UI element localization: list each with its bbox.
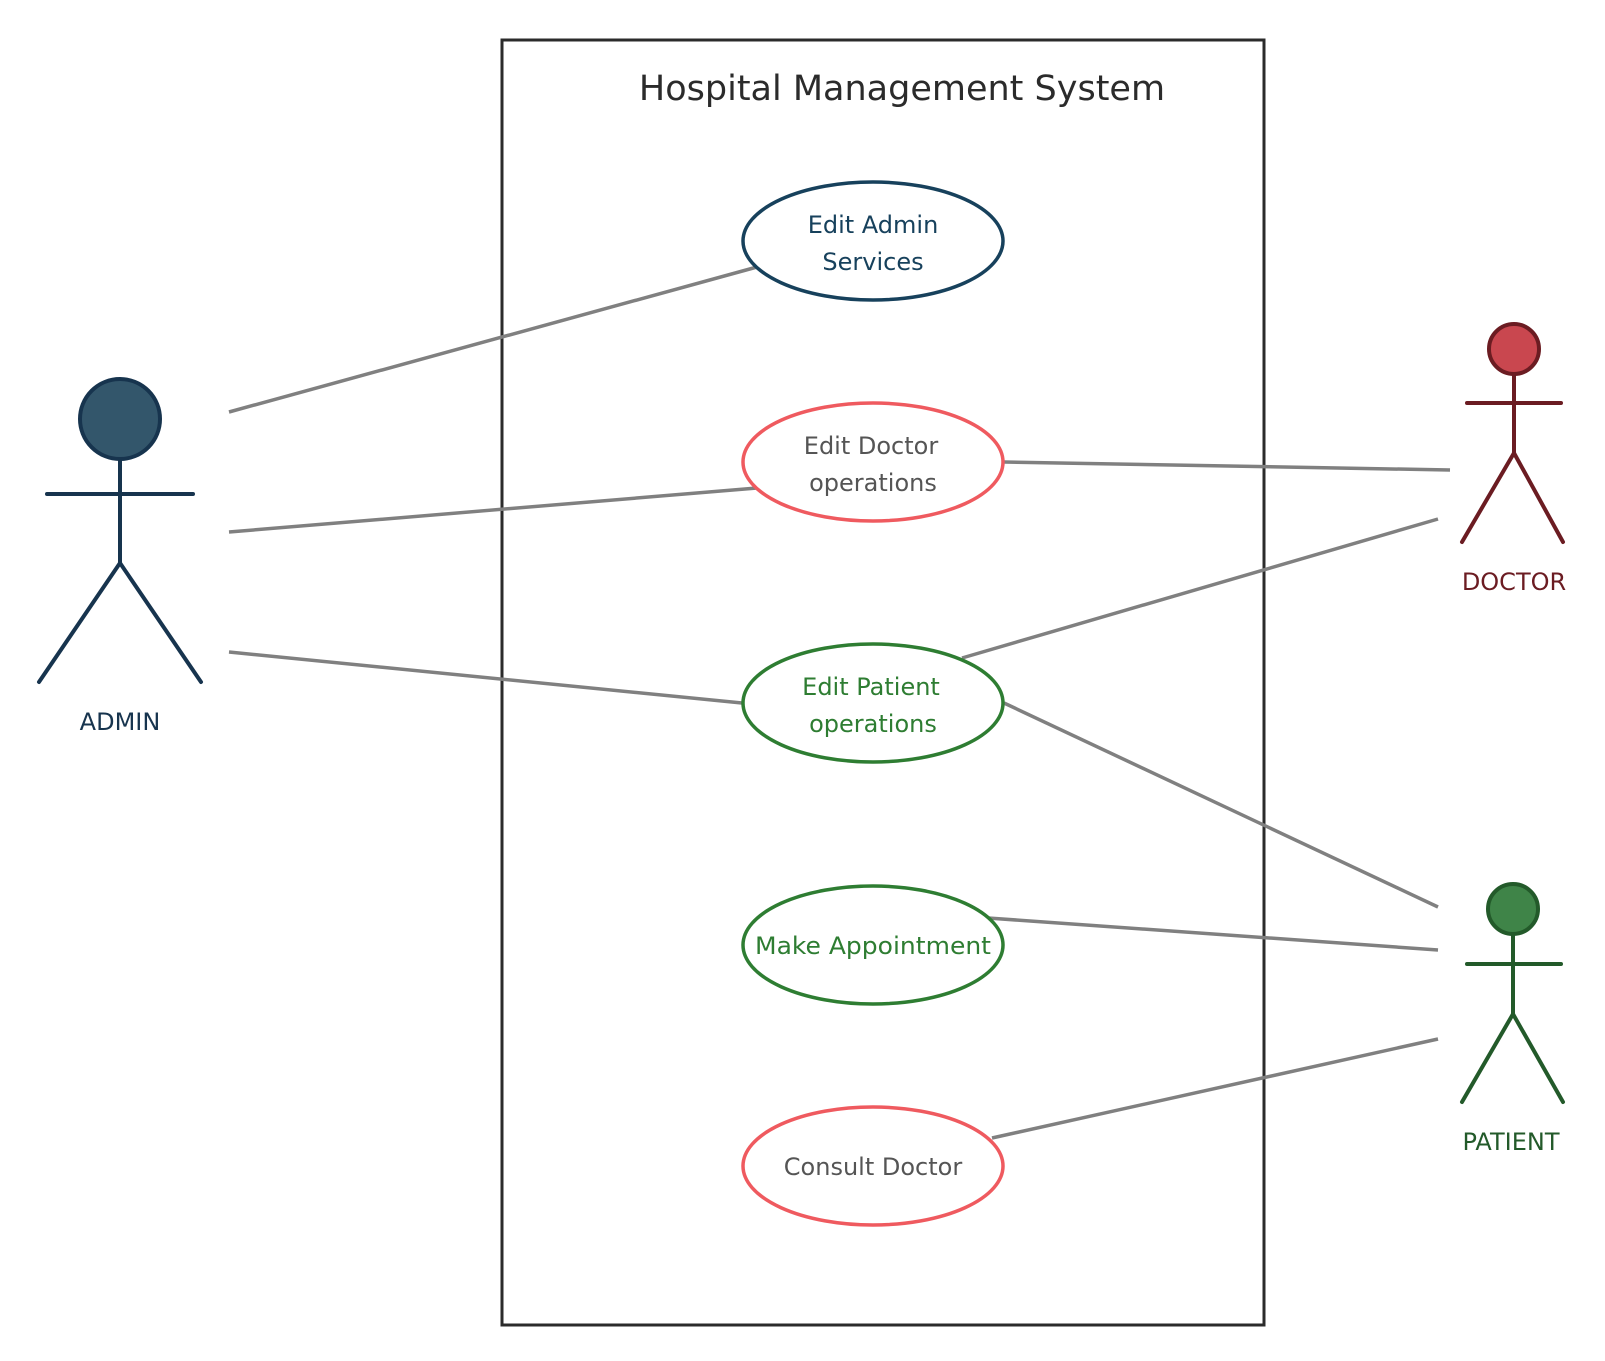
use-case-ellipse	[741, 1105, 1005, 1227]
association-edit-patient-doctor	[961, 517, 1439, 660]
use-case-label-line1: Edit Admin	[808, 211, 939, 239]
actor-head	[1487, 322, 1541, 376]
use-case-label-line1: Edit Doctor	[804, 432, 939, 460]
use-case-edit-doctor-operations[interactable]: Edit Doctor operations	[741, 401, 1005, 523]
stick-figure-icon	[37, 454, 203, 684]
use-case-label-line2: operations	[809, 710, 937, 738]
actor-head	[1486, 882, 1540, 936]
association-edit-doctor-doctor	[1003, 460, 1451, 472]
actor-patient[interactable]: PATIENT	[1460, 882, 1565, 1156]
associations	[228, 265, 1451, 1140]
stick-figure-icon	[1460, 934, 1565, 1104]
use-case-ellipse	[741, 401, 1005, 523]
association-admin-edit-patient	[228, 650, 743, 705]
system-title: Hospital Management System	[639, 69, 1165, 109]
use-case-consult-doctor[interactable]: Consult Doctor	[741, 1105, 1005, 1227]
use-case-make-appointment[interactable]: Make Appointment	[741, 884, 1005, 1006]
actor-label: DOCTOR	[1462, 568, 1566, 596]
use-case-ellipse	[741, 180, 1005, 302]
use-case-ellipse	[741, 642, 1005, 764]
association-edit-patient-patient	[1003, 701, 1439, 909]
system-boundary	[500, 38, 1266, 1327]
use-case-label: Make Appointment	[755, 932, 991, 960]
use-case-label-line2: operations	[809, 469, 937, 497]
actor-label: ADMIN	[80, 708, 161, 736]
association-make-appointment-patient	[987, 916, 1439, 952]
actor-head	[78, 377, 162, 461]
use-case-label-line1: Edit Patient	[802, 673, 940, 701]
use-case-ellipse	[741, 884, 1005, 1006]
stick-figure-icon	[1460, 374, 1565, 544]
use-case-label: Consult Doctor	[784, 1153, 963, 1181]
actor-label: PATIENT	[1462, 1128, 1559, 1156]
use-case-edit-patient-operations[interactable]: Edit Patient operations	[741, 642, 1005, 764]
association-admin-edit-admin	[228, 265, 758, 414]
actor-doctor[interactable]: DOCTOR	[1460, 322, 1566, 596]
use-case-label-line2: Services	[822, 248, 923, 276]
association-consult-doctor-patient	[991, 1037, 1439, 1140]
use-case-edit-admin-services[interactable]: Edit Admin Services	[741, 180, 1005, 302]
association-admin-edit-doctor	[228, 486, 758, 534]
actor-admin[interactable]: ADMIN	[37, 377, 203, 736]
